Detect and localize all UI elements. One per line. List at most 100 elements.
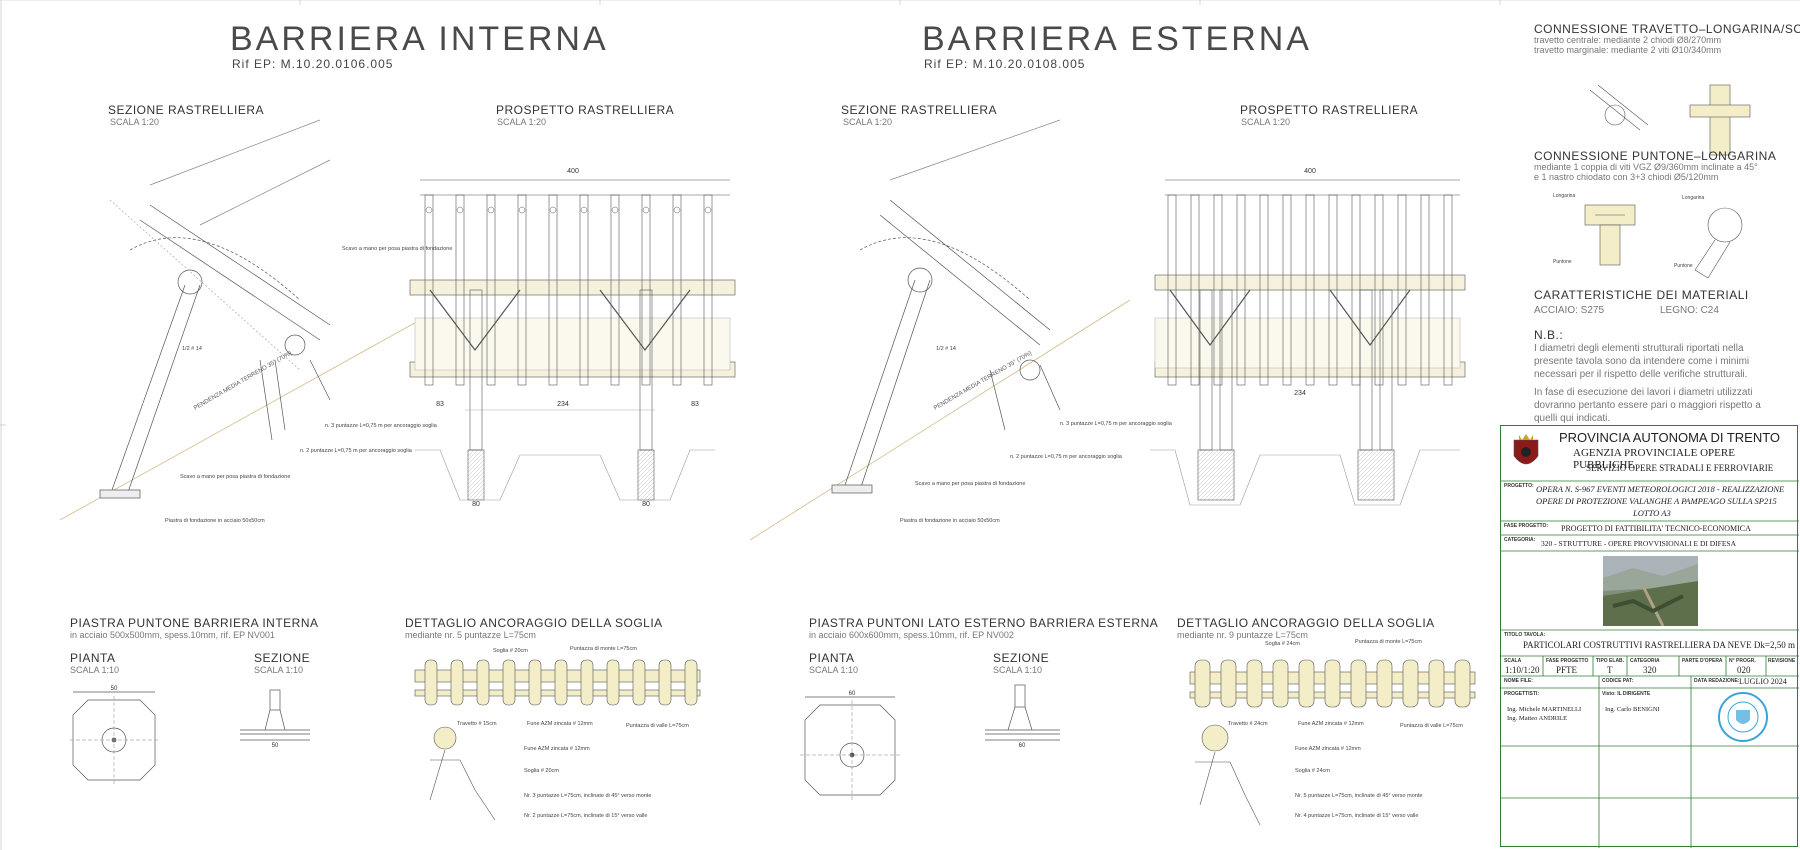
progettista-2: Ing. Matteo ANDRILE [1507, 715, 1568, 722]
heading-sezione-2: SEZIONE RASTRELLIERA [841, 103, 998, 117]
timber-log [528, 659, 542, 706]
conn1-line1: travetto centrale: mediante 2 chiodi Ø8/… [1534, 35, 1722, 45]
scale-pianta-2: SCALA 1:10 [809, 665, 859, 675]
dim-60-sec2: 60 [1019, 743, 1026, 749]
bar-cap [580, 206, 588, 214]
dim-234-2: 234 [1294, 390, 1306, 397]
tipo-value: T [1607, 665, 1613, 675]
note-soglia-1: Soglia # 20cm [493, 648, 528, 654]
sub-plate-2: in acciaio 600x600mm, spess.10mm, rif. E… [809, 630, 1014, 640]
timber-log [1350, 659, 1367, 708]
label-parte: PARTE D'OPERA [1682, 658, 1723, 664]
ref-external-barrier: Rif EP: M.10.20.0108.005 [924, 57, 1086, 71]
anchor-detail-1 [414, 659, 701, 821]
org-name-2: AGENZIA PROVINCIALE OPERE PUBBLICHE [1573, 447, 1735, 471]
title-external-barrier: BARRIERA ESTERNA [922, 20, 1312, 58]
fase-value: PROGETTO DI FATTIBILITA' TECNICO-ECONOMI… [1561, 524, 1751, 533]
plate-plan-1 [70, 691, 158, 784]
note-stakes-4: n. 2 puntazze L=0,75 m per ancoraggio so… [1010, 454, 1123, 460]
tavola-value: PARTICOLARI COSTRUTTIVI RASTRELLIERA DA … [1523, 640, 1795, 650]
materials-title: CARATTERISTICHE DEI MATERIALI [1534, 288, 1749, 302]
vertical-bar [672, 194, 682, 386]
heading-pianta-1: PIANTA [70, 651, 116, 665]
label-fase: FASE PROGETTO: [1504, 523, 1549, 529]
label-nprog: N° PROGR. [1729, 658, 1756, 664]
label-nome-file: NOME FILE: [1504, 678, 1533, 684]
label-tipo: TIPO ELAB. [1596, 658, 1625, 664]
opera-line-3: LOTTO A3 [1633, 508, 1671, 518]
conn2-line1: mediante 1 coppia di viti VGZ Ø9/360mm i… [1534, 162, 1758, 172]
timber-log [554, 659, 568, 706]
sub-plate-1: in acciaio 500x500mm, spess.10mm, rif. E… [70, 630, 275, 640]
vertical-bar [486, 194, 496, 386]
note-soglia-1b: Soglia # 20cm [524, 768, 559, 774]
dim-50-sec1: 50 [272, 743, 279, 749]
material-steel: ACCIAIO: S275 [1534, 305, 1605, 316]
scale-sezione-4: SCALA 1:10 [993, 665, 1043, 675]
opera-line-2: OPERE DI PROTEZIONE VALANGHE A PAMPEAGO … [1536, 496, 1777, 506]
vertical-bar [1305, 194, 1315, 386]
conn2-title: CONNESSIONE PUNTONE–LONGARINA [1534, 149, 1777, 163]
timber-log [580, 659, 594, 706]
title-block: PROVINCIA AUTONOMA DI TRENTO AGENZIA PRO… [1500, 425, 1799, 848]
label-progettisti: PROGETTISTI: [1504, 691, 1539, 697]
org-name-1: PROVINCIA AUTONOMA DI TRENTO [1559, 430, 1781, 445]
plate-plan-2 [800, 696, 900, 800]
timber-log [658, 659, 672, 706]
timber-log [476, 659, 490, 706]
label-dirigente: Visto: IL DIRIGENTE [1602, 691, 1651, 697]
note-excavation-1: Scavo a mano per posa piastra di fondazi… [180, 474, 290, 480]
bar-cap [425, 206, 433, 214]
timber-log [1428, 659, 1445, 708]
bar-cap [518, 206, 526, 214]
label-scala: SCALA [1504, 658, 1522, 664]
heading-prospetto-1: PROSPETTO RASTRELLIERA [496, 103, 675, 117]
vertical-bar [1167, 194, 1177, 386]
note-fune-1b: Fune AZM zincata # 12mm [524, 746, 590, 752]
note-fune-1: Fune AZM zincata # 12mm [527, 721, 593, 727]
timber-log [1376, 659, 1393, 708]
label-puntone-1: Puntone [1553, 259, 1572, 265]
section-drawing-external [749, 119, 1131, 541]
note-monte-1: Puntazza di monte L=75cm [570, 646, 637, 652]
categoria-value: 320 - STRUTTURE - OPERE PROVVISIONALI E … [1541, 539, 1736, 548]
conn1-line2: travetto marginale: mediante 2 viti Ø10/… [1534, 45, 1722, 55]
note-stakes-1: n. 3 puntazze L=0,75 m per ancoraggio so… [325, 423, 438, 429]
timber-log [684, 659, 698, 706]
scale-pianta-1: SCALA 1:10 [70, 665, 120, 675]
bar-cap [673, 206, 681, 214]
label-tavola: TITOLO TAVOLA: [1504, 632, 1546, 638]
vertical-bar [703, 194, 713, 386]
timber-log [424, 659, 438, 706]
material-wood: LEGNO: C24 [1660, 305, 1719, 316]
sub-anchor-1: mediante nr. 5 puntazze L=75cm [405, 630, 536, 640]
vertical-bar [1397, 194, 1407, 386]
conn2-line2: e 1 nastro chiodato con 3+3 chiodi Ø5/12… [1534, 172, 1719, 182]
timber-log [450, 659, 464, 706]
dim-80-1a: 80 [472, 501, 480, 508]
timber-log [502, 659, 516, 706]
timber-log [1220, 659, 1237, 708]
sub-anchor-2: mediante nr. 9 puntazze L=75cm [1177, 630, 1308, 640]
note-monte-2b: Nr. 5 puntazze L=75cm, inclinate di 45° … [1295, 793, 1422, 799]
note-bolt-1: 1/2 # 14 [182, 346, 202, 352]
heading-sezione-4: SEZIONE [993, 651, 1050, 665]
note-valle-2: Puntazza di valle L=75cm [1400, 723, 1463, 729]
note-stakes-2: n. 2 puntazze L=0,75 m per ancoraggio so… [300, 448, 413, 454]
vertical-bar [1420, 194, 1430, 386]
timber-log [632, 659, 646, 706]
label-categoria: CATEGORIA: [1504, 537, 1536, 543]
timber-log [1298, 659, 1315, 708]
heading-plate-2: PIASTRA PUNTONI LATO ESTERNO BARRIERA ES… [809, 616, 1159, 630]
trento-crest-icon [1513, 434, 1539, 465]
timber-log [1324, 659, 1341, 708]
note-excavation-2: Scavo a mano per posa piastra di fondazi… [915, 481, 1025, 487]
bar-cap [704, 206, 712, 214]
timber-log [1402, 659, 1419, 708]
vertical-bar [1190, 194, 1200, 386]
label-rev: REVISIONE [1768, 658, 1796, 664]
anchor-detail-2 [1189, 659, 1476, 826]
note-fune-2: Fune AZM zincata # 12mm [1298, 721, 1364, 727]
vertical-bar [579, 194, 589, 386]
